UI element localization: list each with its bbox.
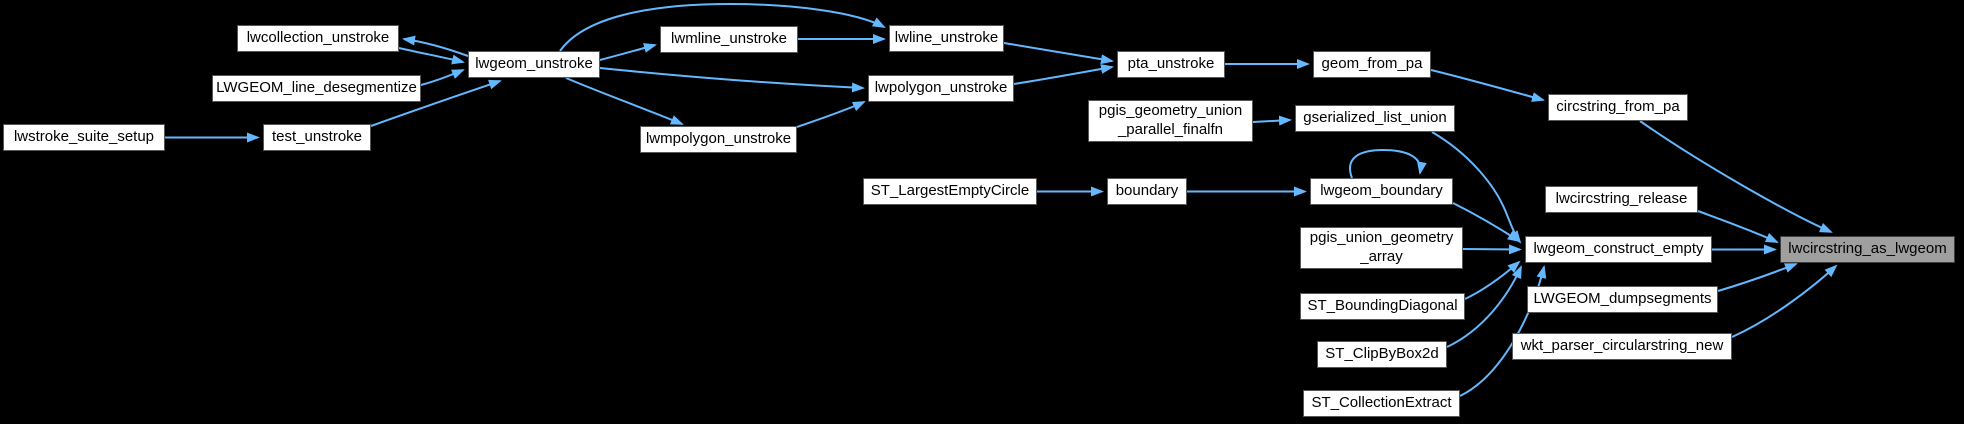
node-geom_from_pa[interactable]: geom_from_pa xyxy=(1313,51,1431,78)
edge-circstring_from_pa-lwcircstring_as_lwgeom xyxy=(1639,120,1833,233)
node-lwstroke_suite_setup[interactable]: lwstroke_suite_setup xyxy=(3,124,165,151)
edge-pgis_union_geometry_array-lwgeom_construct_empty xyxy=(1462,244,1522,255)
node-lwgeom_boundary[interactable]: lwgeom_boundary xyxy=(1310,178,1453,205)
node-ST_ClipByBox2d[interactable]: ST_ClipByBox2d xyxy=(1317,341,1447,368)
edge-lwgeom_boundary-lwgeom_construct_empty xyxy=(1452,202,1521,243)
node-lwgeom_construct_empty[interactable]: lwgeom_construct_empty xyxy=(1525,236,1712,263)
edge-lwgeom_unstroke-lwline_unstroke xyxy=(559,2,886,52)
node-lwline_unstroke[interactable]: lwline_unstroke xyxy=(889,25,1004,52)
node-lwcollection_unstroke[interactable]: lwcollection_unstroke xyxy=(237,25,399,52)
node-ST_CollectionExtract[interactable]: ST_CollectionExtract xyxy=(1303,390,1460,417)
edge-pgis_geometry_union_parallel_finalfn-gserialized_list_union xyxy=(1252,115,1292,126)
edge-ST_ClipByBox2d-lwgeom_construct_empty xyxy=(1446,265,1522,348)
edge-lwmpolygon_unstroke-lwpolygon_unstroke xyxy=(796,101,866,128)
edge-lwline_unstroke-pta_unstroke xyxy=(1003,42,1114,65)
node-circstring_from_pa[interactable]: circstring_from_pa xyxy=(1548,94,1688,121)
edge-lwgeom_unstroke-lwmpolygon_unstroke xyxy=(565,77,684,125)
edge-LWGEOM_dumpsegments-lwcircstring_as_lwgeom xyxy=(1717,263,1798,292)
node-pta_unstroke[interactable]: pta_unstroke xyxy=(1117,51,1225,78)
edge-lwgeom_unstroke-lwcollection_unstroke xyxy=(402,35,469,57)
edge-ST_BoundingDiagonal-lwgeom_construct_empty xyxy=(1464,260,1521,300)
node-lwpolygon_unstroke[interactable]: lwpolygon_unstroke xyxy=(868,75,1014,102)
edge-lwgeom_boundary-self xyxy=(1349,148,1427,179)
node-wkt_parser_circularstring_new[interactable]: wkt_parser_circularstring_new xyxy=(1512,333,1732,360)
edge-lwpolygon_unstroke-pta_unstroke xyxy=(1013,64,1114,85)
node-lwcircstring_as_lwgeom[interactable]: lwcircstring_as_lwgeom xyxy=(1780,236,1955,263)
node-boundary[interactable]: boundary xyxy=(1107,178,1187,205)
node-lwmline_unstroke[interactable]: lwmline_unstroke xyxy=(660,26,798,53)
edge-lwgeom_unstroke-lwpolygon_unstroke xyxy=(599,67,865,93)
node-lwmpolygon_unstroke[interactable]: lwmpolygon_unstroke xyxy=(640,126,797,153)
edge-lwgeom_unstroke-lwmline_unstroke xyxy=(599,43,657,61)
edge-geom_from_pa-circstring_from_pa xyxy=(1430,69,1545,102)
node-test_unstroke[interactable]: test_unstroke xyxy=(263,124,371,151)
node-LWGEOM_dumpsegments[interactable]: LWGEOM_dumpsegments xyxy=(1527,286,1718,313)
node-pgis_geometry_union_parallel_finalfn[interactable]: pgis_geometry_union _parallel_finalfn xyxy=(1088,100,1253,142)
node-gserialized_list_union[interactable]: gserialized_list_union xyxy=(1295,105,1455,132)
edge-LWGEOM_line_desegmentize-lwgeom_unstroke xyxy=(420,69,465,86)
node-ST_BoundingDiagonal[interactable]: ST_BoundingDiagonal xyxy=(1300,293,1465,320)
node-pgis_union_geometry_array[interactable]: pgis_union_geometry _array xyxy=(1300,227,1463,269)
edge-lwcircstring_release-lwcircstring_as_lwgeom xyxy=(1697,210,1779,243)
edge-lwcollection_unstroke-lwgeom_unstroke xyxy=(398,47,465,65)
node-LWGEOM_line_desegmentize[interactable]: LWGEOM_line_desegmentize xyxy=(212,75,421,102)
edge-test_unstroke-lwgeom_unstroke xyxy=(370,79,502,127)
edge-wkt_parser_circularstring_new-lwcircstring_as_lwgeom xyxy=(1731,264,1838,338)
node-lwcircstring_release[interactable]: lwcircstring_release xyxy=(1545,186,1698,213)
node-lwgeom_unstroke[interactable]: lwgeom_unstroke xyxy=(468,51,600,78)
node-ST_LargestEmptyCircle[interactable]: ST_LargestEmptyCircle xyxy=(863,178,1037,205)
